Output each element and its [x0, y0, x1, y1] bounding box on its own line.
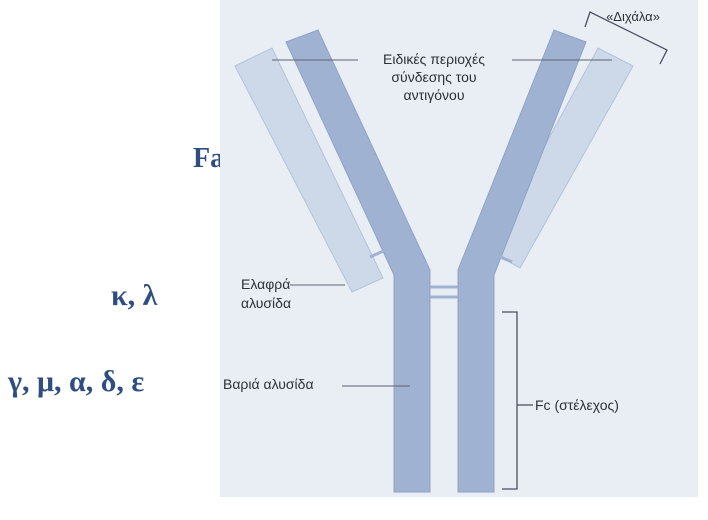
- binding-sites-label-2: σύνδεσης του: [391, 69, 476, 85]
- heavy-chain-label: Βαριά αλυσίδα: [223, 376, 314, 392]
- arms-bracket: [584, 11, 668, 65]
- arms-label: «Διχάλα»: [606, 9, 660, 24]
- fc-stem-label: Fc (στέλεχος): [535, 397, 619, 413]
- light-chain-left: [234, 47, 384, 293]
- light-heavy-bridge-right: [497, 254, 513, 264]
- binding-sites-label-1: Ειδικές περιοχές: [383, 51, 485, 67]
- fc-bracket: [502, 311, 518, 490]
- light-heavy-bridge-left: [369, 247, 389, 259]
- light-chain-label-1: Ελαφρά: [241, 276, 290, 292]
- heavy-chain-left: [285, 29, 431, 493]
- binding-sites-label-3: αντιγόνου: [404, 87, 465, 103]
- antibody-diagram: Ειδικές περιοχές σύνδεσης του αντιγόνου …: [220, 0, 698, 497]
- heavy-chain-right: [457, 29, 587, 493]
- light-chain-label-2: αλυσίδα: [241, 295, 291, 311]
- heavy-chain-types-label: γ, μ, α, δ, ε: [8, 365, 145, 398]
- light-chain-types-label: κ, λ: [111, 279, 158, 312]
